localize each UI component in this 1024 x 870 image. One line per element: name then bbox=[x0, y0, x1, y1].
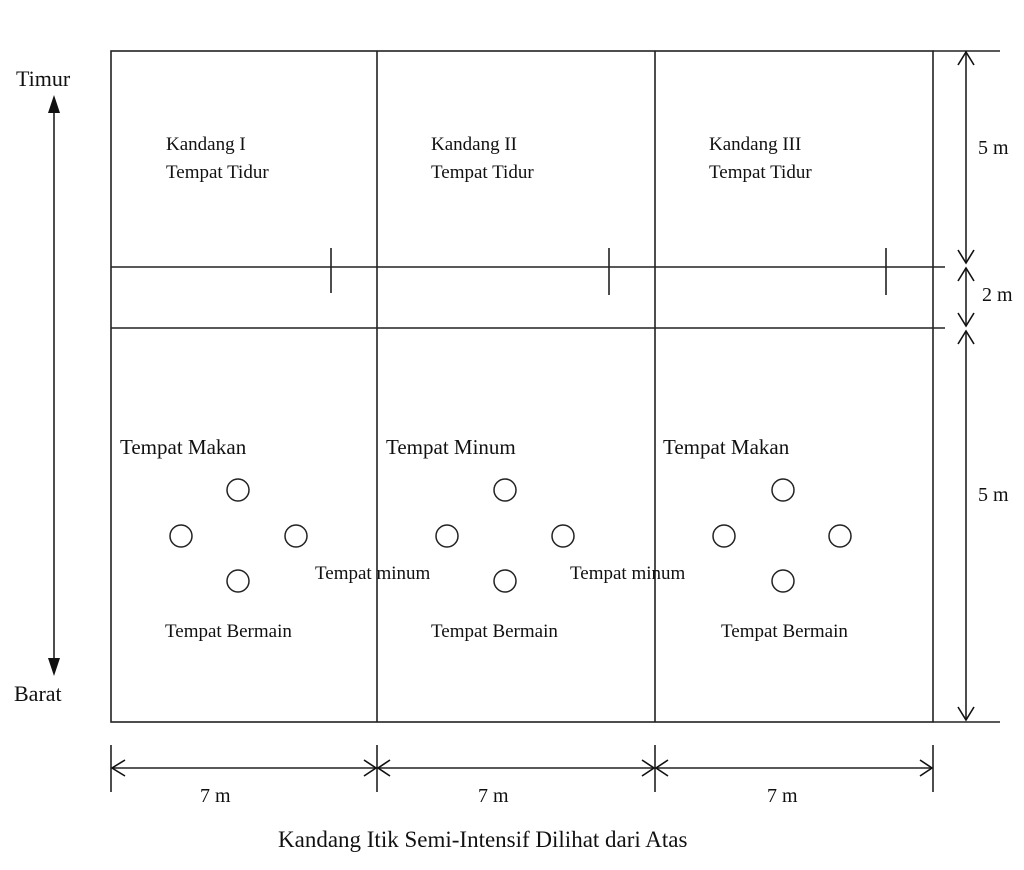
feeder-circle bbox=[169, 524, 193, 548]
drinking-label-2: Tempat minum bbox=[570, 563, 686, 584]
pen-1-feed-label: Tempat Makan bbox=[120, 435, 247, 459]
pen-3-feed-label: Tempat Makan bbox=[663, 435, 790, 459]
pen-1-play-label: Tempat Bermain bbox=[165, 621, 292, 642]
pen-outline bbox=[110, 50, 934, 723]
dim-arrow-icon bbox=[641, 759, 656, 777]
pen-3-play-label: Tempat Bermain bbox=[721, 621, 848, 642]
feeder-circle bbox=[435, 524, 459, 548]
dim-width-1: 7 m bbox=[200, 785, 231, 807]
dim-arrow-icon bbox=[957, 249, 975, 265]
pen-2-name: Kandang II bbox=[431, 134, 517, 155]
dim-arrow-icon bbox=[957, 312, 975, 328]
feeder-circle bbox=[493, 569, 517, 593]
feeder-circle bbox=[284, 524, 308, 548]
drinking-label-1: Tempat minum bbox=[315, 563, 431, 584]
direction-south-label: Barat bbox=[14, 681, 62, 706]
feeder-circle bbox=[712, 524, 736, 548]
feeder-circle bbox=[828, 524, 852, 548]
dim-top-height: 5 m bbox=[978, 137, 1009, 159]
dim-bottom-height: 5 m bbox=[978, 484, 1009, 506]
pen-2-feed-label: Tempat Minum bbox=[386, 435, 516, 459]
dim-arrow-icon bbox=[654, 759, 669, 777]
dim-arrow-icon bbox=[957, 706, 975, 722]
dim-arrow-icon bbox=[957, 329, 975, 345]
pen-1-name: Kandang I bbox=[166, 134, 246, 155]
pen-3-sleep-label: Tempat Tidur bbox=[709, 162, 812, 183]
figure-caption: Kandang Itik Semi-Intensif Dilihat dari … bbox=[278, 827, 687, 852]
dim-corridor-height: 2 m bbox=[982, 284, 1013, 306]
direction-north-label: Timur bbox=[16, 66, 71, 91]
dim-arrow-icon bbox=[957, 50, 975, 66]
feeder-circle bbox=[771, 569, 795, 593]
dim-arrow-icon bbox=[110, 759, 126, 777]
dim-arrow-icon bbox=[363, 759, 378, 777]
dim-arrow-icon bbox=[919, 759, 934, 777]
pen-2-sleep-label: Tempat Tidur bbox=[431, 162, 534, 183]
feeder-circle bbox=[771, 478, 795, 502]
dim-width-3: 7 m bbox=[767, 785, 798, 807]
arrow-up-icon bbox=[48, 95, 60, 113]
pen-1-sleep-label: Tempat Tidur bbox=[166, 162, 269, 183]
feeder-circle bbox=[551, 524, 575, 548]
feeder-circle bbox=[226, 478, 250, 502]
dim-arrow-icon bbox=[376, 759, 391, 777]
dim-arrow-icon bbox=[957, 266, 975, 282]
feeder-circle bbox=[493, 478, 517, 502]
pen-3-name: Kandang III bbox=[709, 134, 801, 155]
pen-2-play-label: Tempat Bermain bbox=[431, 621, 558, 642]
feeder-circle bbox=[226, 569, 250, 593]
dim-width-2: 7 m bbox=[478, 785, 509, 807]
arrow-down-icon bbox=[48, 658, 60, 676]
